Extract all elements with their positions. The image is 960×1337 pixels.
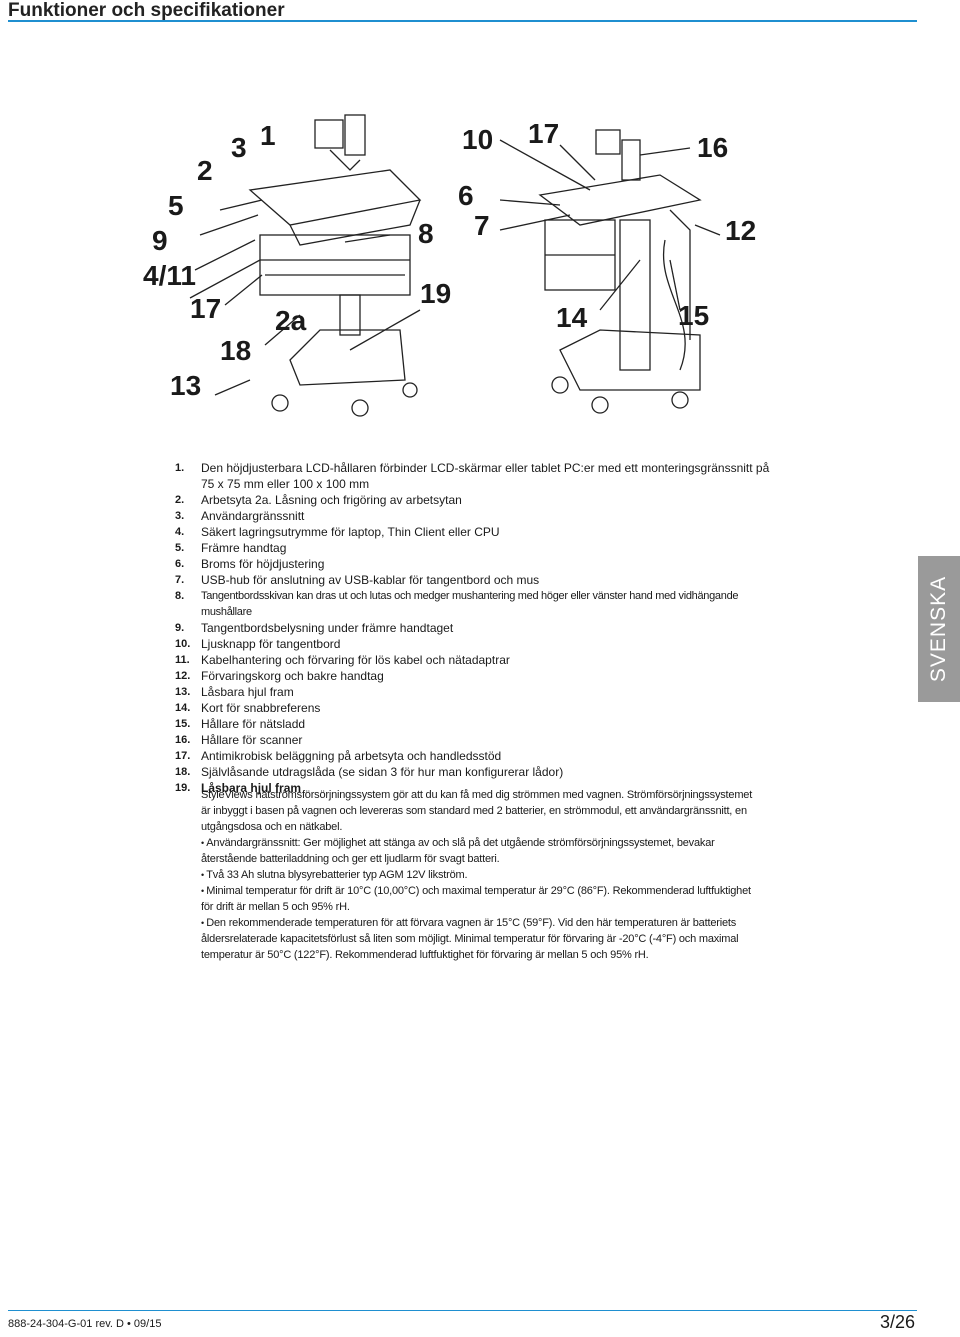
description-bullet: Minimal temperatur för drift är 10°C (10…: [201, 883, 756, 915]
callout-6: 6: [458, 180, 474, 211]
item-text: Kort för snabbreferens: [201, 701, 321, 715]
list-item: 8. Tangentbordsskivan kan dras ut och lut…: [175, 588, 775, 620]
callout-5: 5: [168, 190, 184, 221]
list-item: 9. Tangentbordsbelysning under främre han…: [175, 620, 775, 636]
item-number: 13.: [175, 686, 191, 698]
callout-13: 13: [170, 370, 202, 401]
item-number: 14.: [175, 702, 191, 714]
item-number: 6.: [175, 558, 185, 570]
item-number: 9.: [175, 622, 185, 634]
item-text: Broms för höjdjustering: [201, 557, 325, 571]
item-number: 18.: [175, 766, 191, 778]
item-text: Säkert lagringsutrymme för laptop, Thin …: [201, 525, 500, 539]
item-number: 2.: [175, 494, 185, 506]
item-number: 1.: [175, 462, 185, 474]
list-item: 2. Arbetsyta 2a. Låsning och frigöring av…: [175, 492, 775, 508]
callout-9: 9: [152, 225, 168, 256]
callout-8: 8: [418, 218, 434, 249]
list-item: 6. Broms för höjdjustering: [175, 556, 775, 572]
callout-17-left: 17: [190, 293, 222, 324]
callout-14: 14: [556, 302, 588, 333]
callout-17-right: 17: [528, 118, 560, 149]
description-bullet: Två 33 Ah slutna blysyrebatterier typ AG…: [201, 867, 756, 883]
list-item: 5. Främre handtag: [175, 540, 775, 556]
language-tab: SVENSKA: [918, 556, 960, 702]
callout-4-11: 4/11: [143, 260, 196, 291]
item-text: Tangentbordsbelysning under främre handt…: [201, 621, 454, 635]
description-intro: StyleViews nätströmsförsörjningssystem g…: [201, 789, 753, 833]
item-text: Ljusknapp för tangentbord: [201, 637, 341, 651]
item-number: 5.: [175, 542, 185, 554]
callout-16: 16: [697, 132, 729, 163]
item-text: Hållare för nätsladd: [201, 717, 306, 731]
list-item: 16. Hållare för scanner: [175, 732, 775, 748]
list-item: 10. Ljusknapp för tangentbord: [175, 636, 775, 652]
power-system-description: StyleViews nätströmsförsörjningssystem g…: [201, 787, 756, 963]
item-number: 19.: [175, 782, 191, 794]
item-number: 10.: [175, 638, 191, 650]
footer-rule: [8, 1310, 917, 1311]
list-item: 1. Den höjdjusterbara LCD-hållaren förbin…: [175, 460, 775, 492]
callout-2: 2: [197, 155, 213, 186]
item-number: 17.: [175, 750, 191, 762]
cart-illustration: [189, 114, 721, 417]
item-text: Självlåsande utdragslåda (se sidan 3 för…: [201, 765, 564, 779]
callout-18: 18: [220, 335, 252, 366]
list-item: 14. Kort för snabbreferens: [175, 700, 775, 716]
page-title: Funktioner och specifikationer: [8, 0, 285, 21]
callout-15: 15: [678, 300, 710, 331]
callout-10: 10: [462, 124, 494, 155]
callout-7: 7: [474, 210, 490, 241]
item-number: 15.: [175, 718, 191, 730]
item-number: 7.: [175, 574, 185, 586]
cart-figure: 5 9 4/11 17 13 2 3 1 18 2a 8 19 10 17 16…: [0, 60, 960, 460]
list-item: 12. Förvaringskorg och bakre handtag: [175, 668, 775, 684]
list-item: 3. Användargränssnitt: [175, 508, 775, 524]
list-item: 15. Hållare för nätsladd: [175, 716, 775, 732]
list-item: 7. USB-hub för anslutning av USB-kablar f…: [175, 572, 775, 588]
callout-19: 19: [420, 278, 452, 309]
item-text: Kabelhantering och förvaring för lös kab…: [201, 653, 510, 667]
item-text: Främre handtag: [201, 541, 287, 555]
list-item: 4. Säkert lagringsutrymme för laptop, Thi…: [175, 524, 775, 540]
list-item: 17. Antimikrobisk beläggning på arbetsyta…: [175, 748, 775, 764]
header-rule: [8, 20, 917, 22]
document-id: 888-24-304-G-01 rev. D • 09/15: [8, 1318, 162, 1330]
callout-1: 1: [260, 120, 276, 151]
item-number: 3.: [175, 510, 185, 522]
description-bullet: Användargränssnitt: Ger möjlighet att st…: [201, 835, 756, 867]
feature-list: 1. Den höjdjusterbara LCD-hållaren förbin…: [175, 460, 775, 796]
list-item: 11. Kabelhantering och förvaring för lös …: [175, 652, 775, 668]
item-number: 8.: [175, 590, 185, 602]
callout-12: 12: [725, 215, 757, 246]
list-item: 13. Låsbara hjul fram: [175, 684, 775, 700]
item-text: Arbetsyta 2a. Låsning och frigöring av a…: [201, 493, 462, 507]
item-text: Förvaringskorg och bakre handtag: [201, 669, 384, 683]
list-item: 18. Självlåsande utdragslåda (se sidan 3 …: [175, 764, 775, 780]
item-text: Användargränssnitt: [201, 509, 305, 523]
item-number: 16.: [175, 734, 191, 746]
page-number: 3/26: [880, 1312, 916, 1332]
description-bullet: Den rekommenderade temperaturen för att …: [201, 915, 756, 963]
item-text: USB-hub för anslutning av USB-kablar för…: [201, 573, 540, 587]
item-text: Den höjdjusterbara LCD-hållaren förbinde…: [201, 461, 770, 491]
item-text: Antimikrobisk beläggning på arbetsyta oc…: [201, 749, 502, 763]
right-cart-drawing: [499, 129, 721, 414]
item-text: Hållare för scanner: [201, 733, 303, 747]
item-text: Låsbara hjul fram: [201, 685, 294, 699]
item-number: 4.: [175, 526, 185, 538]
list-item: 19. Låsbara hjul fram: [175, 780, 775, 796]
left-cart-drawing: [189, 114, 422, 417]
item-number: 11.: [175, 654, 190, 666]
item-text: Låsbara hjul fram: [201, 781, 302, 795]
callout-3: 3: [231, 132, 247, 163]
item-text: Tangentbordsskivan kan dras ut och lutas…: [201, 590, 739, 618]
language-tab-label: SVENSKA: [927, 575, 950, 683]
callout-2a: 2a: [275, 305, 307, 336]
item-number: 12.: [175, 670, 191, 682]
